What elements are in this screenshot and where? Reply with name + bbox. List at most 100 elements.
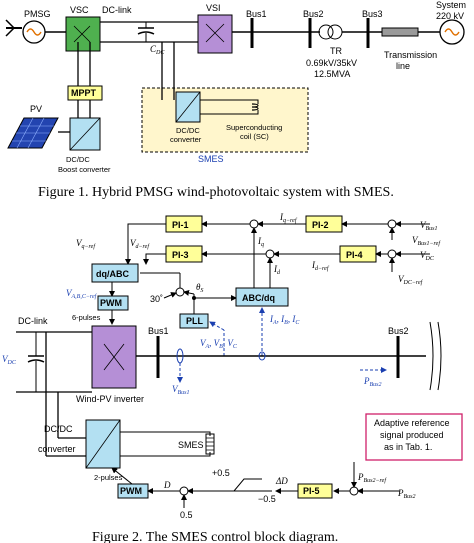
theta-sub: S [200, 288, 203, 294]
svg-text:Id−ref: Id−ref [311, 260, 330, 272]
svg-text:VDC: VDC [2, 354, 17, 366]
svg-text:Iq−ref: Iq−ref [279, 212, 298, 224]
svg-text:Iq: Iq [257, 236, 264, 248]
vbus1-label: V [420, 220, 427, 230]
vdc-ref-label: V [398, 274, 405, 284]
figure-2-caption: Figure 2. The SMES control block diagram… [92, 530, 338, 543]
svg-text:PBus2: PBus2 [397, 488, 416, 500]
abc-dq-block [235, 287, 289, 307]
transformer: TR 0.69kV/35kV 12.5MVA [306, 24, 368, 79]
id-ref-label: I [311, 260, 316, 270]
figure-1: PMSG VSC DC-link CDC VSI Bus1 [5, 0, 466, 200]
system-label-2: 220 kV [436, 11, 464, 21]
vsi-block: VSI [197, 3, 233, 54]
vbus1-sub: Bus1 [426, 226, 438, 232]
vabc-ref-sub: A,B,C−ref [71, 293, 98, 300]
svg-text:PBus2−ref: PBus2−ref [357, 472, 387, 484]
iq-label: I [257, 236, 262, 246]
cdc-sub: DC [155, 50, 165, 56]
smes-coil [205, 433, 215, 455]
vc: V [227, 338, 234, 348]
pi1-label: PI-1 [172, 220, 189, 230]
smes-area [141, 87, 309, 153]
id-ref-sub: d−ref [315, 265, 330, 272]
limiter-block [212, 478, 262, 492]
svg-text:PBus2: PBus2 [363, 376, 382, 388]
figure-1-caption: Figure 1. Hybrid PMSG wind-photovoltaic … [38, 185, 394, 200]
pbus2-sub: Bus2 [370, 382, 382, 388]
vdc-sub: DC [425, 256, 435, 262]
vbus1-meas-sub: Bus1 [178, 390, 190, 396]
bus1-label: Bus1 [246, 9, 267, 19]
svg-text:VBus1: VBus1 [172, 384, 190, 396]
tr-rating: 0.69kV/35kV [306, 58, 357, 68]
tr-label: TR [330, 46, 342, 56]
iabc-label: IA, IB, IC [269, 314, 300, 326]
adaptive-label-2: signal produced [380, 430, 444, 440]
vdc-label: V [420, 250, 427, 260]
ib: I [280, 314, 285, 324]
figure-2: PI-1 PI-2 PI-3 PI-4 Iq−ref Id−ref VBus1 … [2, 212, 463, 543]
wind-pv-inverter-block [91, 325, 137, 389]
vsc-label: VSC [70, 5, 89, 15]
system-source: System 220 kV [436, 0, 466, 45]
vsi-label: VSI [206, 3, 221, 13]
vb: V [214, 338, 221, 348]
theta-label: θ [196, 282, 201, 292]
mppt-block [67, 85, 103, 101]
vbus1-meas-label: V [172, 384, 179, 394]
dcdc2-label-1: DC/DC [44, 424, 73, 434]
sum-junction-p [349, 486, 359, 496]
transmission-line [381, 27, 419, 37]
pbus2-ref-label: P [357, 472, 364, 482]
vdc2-sub: DC [7, 360, 17, 366]
vabc-label: VA, VB, VC [200, 338, 238, 350]
vdc-ref-sub: DC−ref [403, 279, 424, 286]
delta-d-label: ΔD [275, 476, 288, 486]
wpv-inverter-label: Wind-PV inverter [76, 394, 144, 404]
vsc-block: VSC [65, 5, 101, 52]
pbus2-ref-sub: Bus2−ref [364, 477, 388, 484]
system-label-1: System [436, 0, 466, 10]
adaptive-reference-box [365, 413, 463, 461]
deg30-label: 30˚ [150, 294, 163, 304]
pi3-label: PI-3 [172, 250, 189, 260]
svg-text:VA,B,C−ref: VA,B,C−ref [66, 288, 98, 300]
cdc-label: C [150, 44, 157, 54]
dq-abc-label: dq/ABC [96, 269, 129, 279]
vq-ref-label: V [76, 238, 83, 248]
pll-block [179, 313, 209, 329]
id-label: I [273, 264, 278, 274]
vd-ref-sub: d−ref [136, 243, 151, 250]
mppt-label: MPPT [71, 88, 97, 98]
svg-text:Vd−ref: Vd−ref [130, 238, 150, 250]
svg-text:Id: Id [273, 264, 281, 276]
tline-label-2: line [396, 61, 410, 71]
dq-abc-block [91, 263, 139, 283]
pulses2-label: 2-pulses [94, 473, 123, 482]
dclink-label: DC-link [102, 5, 132, 15]
pwm-smes-label: PWM [120, 486, 142, 496]
pwm-inverter-label: PWM [100, 298, 122, 308]
va: V [200, 338, 207, 348]
d-label: D [163, 480, 171, 490]
vd-ref-label: V [130, 238, 137, 248]
sum-junction-theta [175, 287, 185, 297]
sc-label-2: coil (SC) [240, 132, 269, 141]
superconducting-coil [251, 103, 259, 111]
pll-label: PLL [186, 316, 204, 326]
plus05-label: +0.5 [212, 468, 230, 478]
id-sub: d [277, 270, 281, 276]
bus2-label: Bus2 [303, 9, 324, 19]
pmsg-generator: PMSG [5, 9, 51, 44]
svg-text:VDC: VDC [420, 250, 435, 262]
adaptive-label-3: as in Tab. 1. [384, 442, 432, 452]
dclink2-label: DC-link [18, 316, 48, 326]
svg-text:VBus1: VBus1 [420, 220, 438, 232]
smes-dcdc-label-1: DC/DC [176, 126, 200, 135]
sum-junction-d [265, 249, 275, 259]
minus05-label: −0.5 [258, 494, 276, 504]
svg-text:θS: θS [196, 282, 203, 294]
pbus2-label: P [363, 376, 370, 386]
